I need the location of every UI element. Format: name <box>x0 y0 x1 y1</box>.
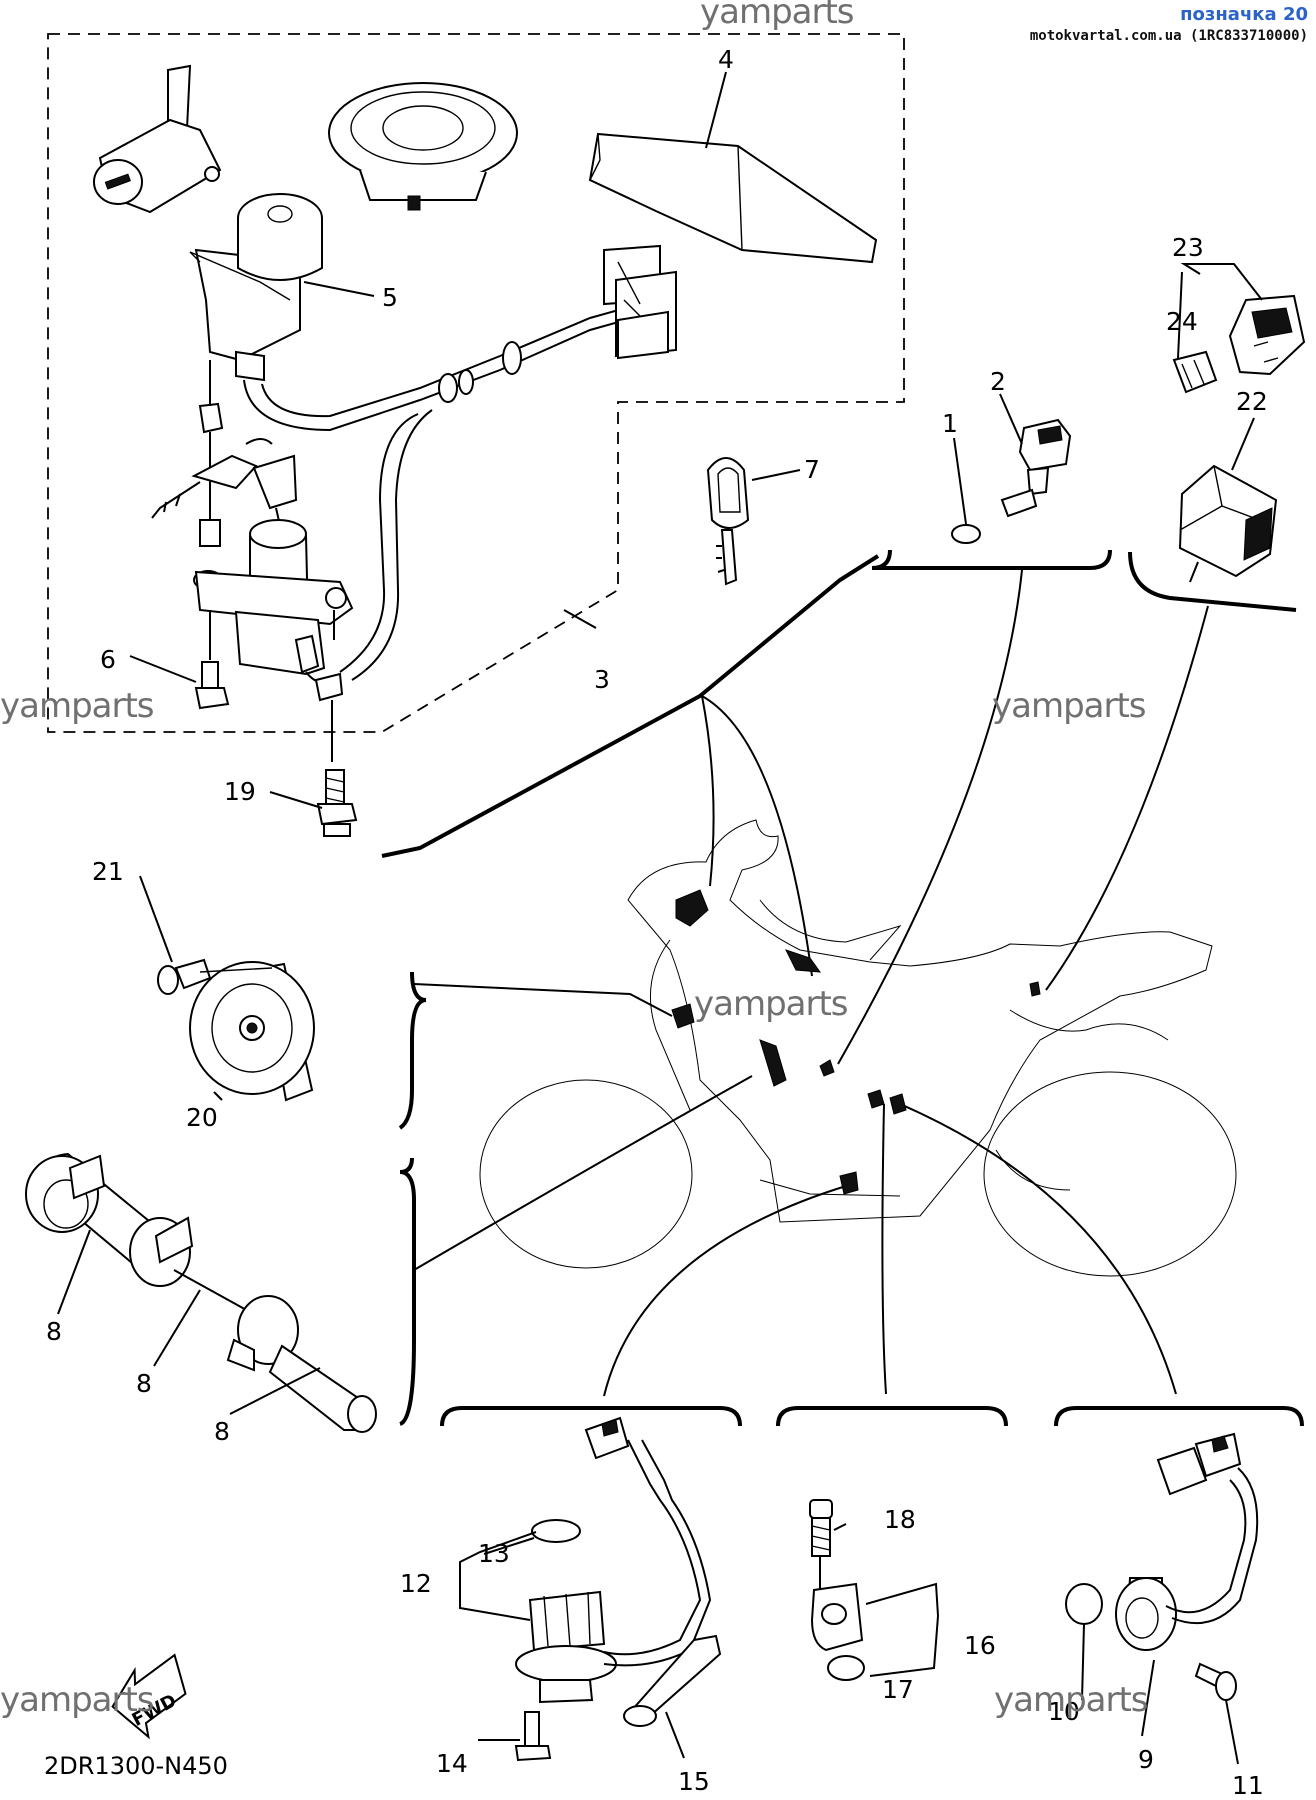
callout-14: 14 <box>436 1749 468 1778</box>
part-22-relay <box>1178 464 1278 583</box>
part-1-washer <box>951 524 981 544</box>
part-18-bolt <box>809 1499 833 1590</box>
callout-13: 13 <box>478 1539 510 1568</box>
callout-18: 18 <box>884 1505 916 1534</box>
part-5-main-switch <box>189 193 677 681</box>
callout-17: 17 <box>882 1675 914 1704</box>
watermark: yamparts <box>992 686 1147 726</box>
part-11-bolt <box>1194 1662 1237 1701</box>
page-reference-title: позначка 20 <box>1180 4 1308 25</box>
callout-21: 21 <box>92 857 124 886</box>
fuel-tank-cap <box>328 82 518 211</box>
part-2-sensor <box>1000 418 1072 518</box>
leader-lines <box>57 71 1263 1765</box>
part-19-screw <box>316 769 358 837</box>
part-20-horn <box>189 961 315 1102</box>
callout-16: 16 <box>964 1631 996 1660</box>
callout-10: 10 <box>1048 1697 1080 1726</box>
motorcycle-silhouette <box>479 819 1237 1277</box>
callout-19: 19 <box>224 777 256 806</box>
part-24-terminal <box>1172 350 1218 394</box>
part-15-bracket <box>623 1634 722 1727</box>
lock-set-dashed-outline <box>47 33 905 733</box>
source-reference: motokvartal.com.ua (1RC833710000) <box>1029 28 1308 44</box>
callout-15: 15 <box>678 1767 710 1796</box>
callout-11: 11 <box>1232 1771 1264 1800</box>
callout-12: 12 <box>400 1569 432 1598</box>
diagram-code: 2DR1300-N450 <box>44 1752 228 1780</box>
callout-numbers: 4 5 3 6 19 7 2 1 23 24 22 21 20 8 8 8 13… <box>46 45 1268 1800</box>
part-17-oring <box>827 1655 865 1681</box>
callout-8-b: 8 <box>136 1369 152 1398</box>
callout-9: 9 <box>1138 1745 1154 1774</box>
part-21-bolt <box>157 958 212 995</box>
watermark: yamparts <box>694 984 849 1024</box>
callout-1: 1 <box>942 409 958 438</box>
part-4-cover <box>588 132 878 264</box>
part-3-lock-assembly <box>194 519 354 683</box>
watermark: yamparts <box>994 1680 1149 1720</box>
wire-clamp <box>314 672 344 762</box>
callout-8-a: 8 <box>46 1317 62 1346</box>
part-8-sockets <box>25 1152 377 1433</box>
callout-22: 22 <box>1236 387 1268 416</box>
callout-8-c: 8 <box>214 1417 230 1446</box>
seat-lock <box>93 64 222 214</box>
part-16-sensor <box>810 1582 865 1681</box>
watermark: yamparts <box>0 686 155 726</box>
callout-3: 3 <box>594 665 610 694</box>
watermark: yamparts <box>0 1680 155 1720</box>
callout-4: 4 <box>718 45 734 74</box>
watermark: yamparts <box>700 0 855 32</box>
callout-24: 24 <box>1166 307 1198 336</box>
part-6-bolt <box>194 661 230 710</box>
callout-23: 23 <box>1172 233 1204 262</box>
part-12-sender <box>515 1416 712 1704</box>
callout-2: 2 <box>990 367 1006 396</box>
detail-brackets <box>381 549 1304 1427</box>
part-9-switch <box>1115 1432 1259 1651</box>
part-7-key <box>706 457 750 586</box>
callout-6: 6 <box>100 645 116 674</box>
callout-20: 20 <box>186 1103 218 1132</box>
part-23-coupler <box>1228 294 1306 376</box>
callout-7: 7 <box>804 455 820 484</box>
part-14-screw <box>514 1711 552 1762</box>
callout-5: 5 <box>382 283 398 312</box>
part-10-oring <box>1065 1583 1103 1625</box>
